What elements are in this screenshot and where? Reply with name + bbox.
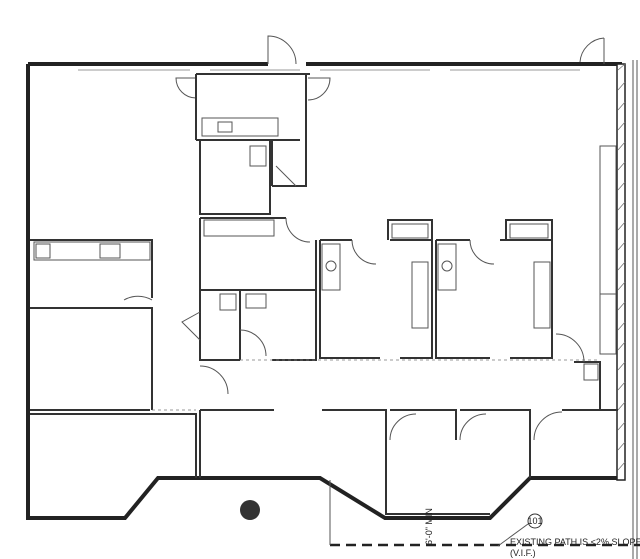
south-west-wall	[26, 64, 622, 520]
counter	[203, 219, 275, 237]
property-line	[632, 60, 638, 559]
counter	[321, 243, 341, 291]
path-note-line-2: (V.I.F.)	[510, 548, 536, 558]
door-swing	[181, 311, 201, 341]
exam-room-walls	[319, 219, 553, 359]
shelving	[599, 145, 617, 295]
keynote-tag	[527, 513, 543, 529]
south-rooms	[199, 409, 618, 520]
sink-icon	[245, 293, 267, 309]
keynote-leader	[497, 523, 529, 547]
sink-icon	[325, 260, 337, 272]
sink-icon	[217, 121, 233, 133]
east-door-swing	[579, 37, 605, 64]
east-walls	[574, 361, 616, 411]
cabinet	[599, 293, 617, 355]
counter	[201, 117, 279, 137]
vestibule-doors	[175, 77, 331, 101]
counter	[437, 243, 457, 291]
fountain-icon	[583, 363, 599, 381]
south-door-swings	[389, 411, 563, 441]
entry-door-swing	[267, 35, 297, 65]
west-counter	[33, 241, 151, 261]
closet-door	[275, 165, 297, 187]
path-note-line-1: EXISTING PATH IS <2% SLOPE	[510, 537, 640, 547]
central-walls	[199, 217, 317, 361]
site-annotations: 6'-0" MIN 101 EXISTING PATH IS <2% SLOPE…	[329, 480, 640, 558]
counter	[509, 223, 549, 239]
exam-rooms	[240, 219, 600, 361]
vestibule	[195, 73, 310, 215]
east-casework	[555, 145, 617, 411]
entry-doors	[175, 35, 605, 101]
exam-table	[533, 261, 551, 329]
sink-icon	[99, 243, 121, 259]
west-room-walls	[30, 239, 153, 411]
clearance-dimension: 6'-0" MIN	[424, 508, 434, 545]
exterior-walls	[26, 60, 638, 559]
exam-table	[411, 261, 429, 329]
storage-rooms	[196, 139, 307, 215]
door-swing	[199, 365, 229, 395]
west-door-swing	[123, 295, 153, 301]
door-swings	[351, 239, 495, 265]
vestibule-walls	[195, 73, 310, 170]
southwest-room-walls	[30, 413, 197, 478]
toilet-icon	[219, 293, 237, 311]
south-room-walls	[199, 409, 618, 478]
door-swing	[285, 217, 311, 243]
range-icon	[35, 243, 51, 259]
keynote-tag-number: 101	[527, 516, 542, 526]
counter	[391, 223, 429, 239]
south-room-bottom	[385, 478, 490, 515]
west-rooms	[30, 239, 197, 478]
column-icon	[240, 500, 260, 520]
door-swing	[239, 329, 267, 357]
door-swing	[555, 333, 585, 363]
sink-icon	[441, 260, 453, 272]
water-heater	[249, 145, 267, 167]
wall-hatching	[617, 63, 626, 471]
central-rooms	[181, 217, 317, 395]
east-wall	[616, 63, 626, 481]
